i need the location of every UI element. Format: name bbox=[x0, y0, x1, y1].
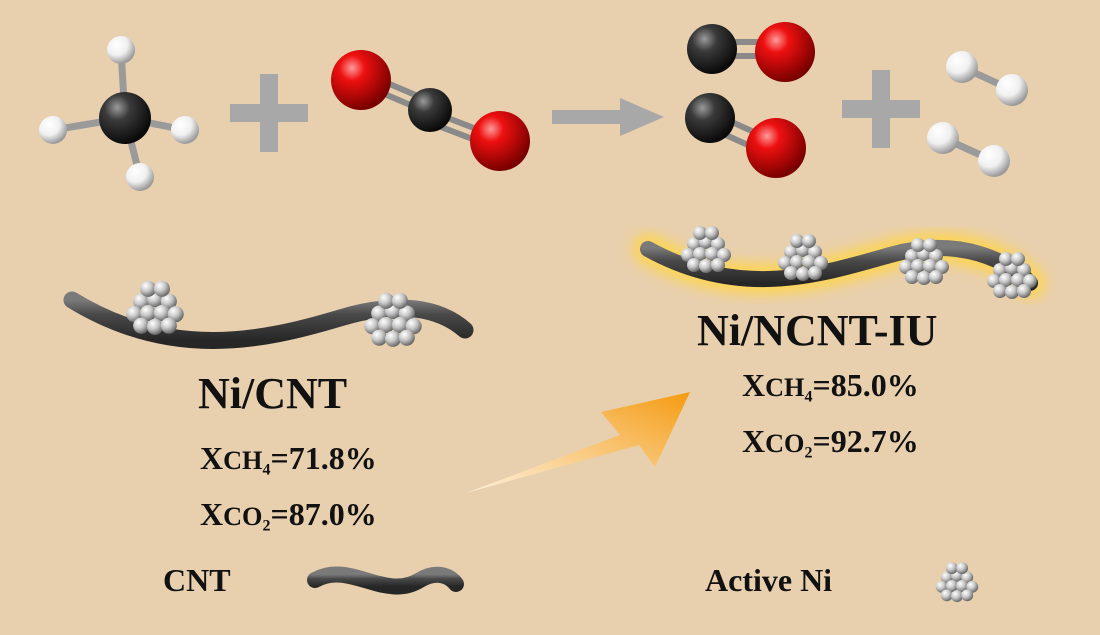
hydrogen-molecule bbox=[946, 51, 1028, 106]
ni-particle bbox=[911, 259, 925, 273]
ni-particle bbox=[923, 259, 937, 273]
improvement-arrow bbox=[466, 392, 690, 493]
plus-icon bbox=[230, 74, 308, 152]
ni-particle bbox=[398, 329, 415, 346]
ni-cluster bbox=[899, 238, 949, 285]
ni-particle bbox=[1005, 285, 1019, 299]
ni-particle bbox=[956, 580, 969, 592]
co2-conversion-ni-cnt: XCO2=87.0% bbox=[200, 496, 377, 535]
carbon-monoxide-molecule bbox=[687, 22, 815, 82]
ni-particle bbox=[1017, 284, 1031, 298]
ni-particle bbox=[808, 266, 822, 280]
ni-legend-icon bbox=[935, 562, 979, 603]
co2-conversion-ni-ncnt-iu: XCO2=92.7% bbox=[742, 423, 919, 462]
ni-particle bbox=[790, 234, 804, 248]
hydrogen-molecule bbox=[927, 122, 1010, 177]
ni-cluster bbox=[126, 280, 184, 335]
ni-particle bbox=[784, 266, 798, 280]
catalyst-name-ni-cnt: Ni/CNT bbox=[198, 369, 348, 418]
ni-particle bbox=[384, 330, 402, 347]
ni-particle bbox=[378, 292, 395, 309]
ni-particle bbox=[391, 292, 408, 309]
methane-molecule bbox=[39, 36, 199, 191]
ni-particle bbox=[905, 270, 919, 284]
ni-particle bbox=[802, 234, 816, 248]
carbon-monoxide-molecule bbox=[685, 93, 806, 178]
ni-particle bbox=[140, 280, 157, 297]
ni-particle bbox=[153, 280, 170, 297]
ni-particle bbox=[945, 562, 958, 575]
ni-particle bbox=[999, 252, 1013, 266]
ni-particle bbox=[687, 258, 701, 272]
ni-particle bbox=[140, 304, 157, 322]
ni-particle bbox=[929, 270, 943, 284]
plus-icon bbox=[842, 70, 920, 148]
carbon-dioxide-molecule bbox=[331, 50, 530, 171]
ncnt-iu-nanotube bbox=[633, 233, 1045, 298]
ni-particle bbox=[796, 267, 810, 281]
ni-particle bbox=[911, 238, 925, 252]
ni-particle bbox=[945, 580, 958, 592]
reaction-arrow bbox=[552, 98, 664, 136]
ni-particle bbox=[923, 238, 937, 252]
ni-particle bbox=[371, 329, 388, 346]
ni-particle bbox=[699, 259, 713, 273]
ni-particle bbox=[1011, 273, 1025, 287]
ni-particle bbox=[378, 316, 395, 334]
ni-particle bbox=[951, 590, 963, 603]
ni-particle bbox=[705, 247, 719, 261]
ni-particle bbox=[802, 255, 816, 269]
ni-particle bbox=[160, 317, 177, 334]
ni-particle bbox=[940, 589, 953, 602]
cnt-nanotube bbox=[63, 291, 474, 349]
ni-cluster bbox=[681, 226, 731, 273]
ni-particle bbox=[790, 255, 804, 269]
ni-particle bbox=[999, 273, 1013, 287]
catalyst-name-ni-ncnt-iu: Ni/NCNT-IU bbox=[697, 306, 938, 355]
ni-particle bbox=[993, 284, 1007, 298]
ni-particle bbox=[391, 316, 408, 334]
ch4-conversion-ni-cnt: XCH4=71.8% bbox=[200, 440, 377, 479]
ni-cluster bbox=[364, 292, 422, 347]
ch4-conversion-ni-ncnt-iu: XCH4=85.0% bbox=[742, 367, 919, 406]
ni-particle bbox=[133, 317, 150, 334]
legend-cnt-label: CNT bbox=[163, 562, 231, 598]
cnt-legend-icon bbox=[307, 566, 464, 595]
ni-particle bbox=[961, 589, 974, 602]
legend-active-ni-label: Active Ni bbox=[705, 562, 833, 598]
ni-particle bbox=[693, 226, 707, 240]
ni-particle bbox=[693, 247, 707, 261]
ni-particle bbox=[153, 304, 170, 322]
ni-particle bbox=[146, 318, 164, 335]
ni-particle bbox=[956, 562, 969, 575]
ni-particle bbox=[1011, 252, 1025, 266]
ni-particle bbox=[705, 226, 719, 240]
ni-cluster bbox=[778, 234, 828, 281]
ni-particle bbox=[917, 271, 931, 285]
ni-particle bbox=[711, 258, 725, 272]
ni-cluster bbox=[987, 252, 1037, 299]
